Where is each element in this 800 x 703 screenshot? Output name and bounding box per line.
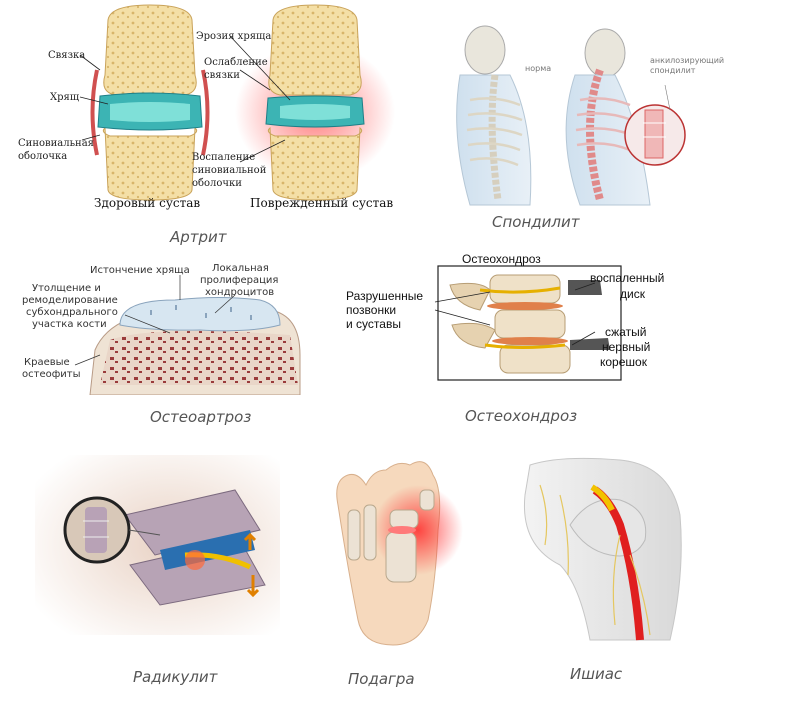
label-ank-1: анкилозирующий — [650, 56, 724, 65]
osteoarthrosis-illustration: Истончение хряща Локальная пролиферация … — [22, 263, 301, 395]
osteochondrosis-illustration: Остеохондроз Разрушенные позвонки и суст… — [346, 252, 664, 381]
label-thick-3: субхондрального — [26, 307, 118, 318]
caption-sciatica: Ишиас — [570, 665, 623, 683]
spondylitis-illustration: норма анкилозирующий спондилит — [456, 25, 724, 206]
label-ligament: Связка — [48, 50, 85, 61]
label-nerve-3: корешок — [600, 355, 648, 369]
ankylosing-spine-figure — [565, 28, 651, 206]
caption-osteoarthrosis: Остеоартроз — [150, 408, 252, 426]
healthy-joint — [90, 4, 210, 201]
label-synovial-1: Синовиальная — [18, 138, 94, 149]
label-inflam-2: синовиальной — [192, 165, 267, 176]
label-weak-2: связки — [204, 70, 240, 81]
label-local-1: Локальная — [212, 263, 269, 274]
caption-osteochondrosis: Остеохондроз — [465, 407, 578, 425]
label-erosion: Эрозия хряща — [196, 31, 271, 42]
label-ank-2: спондилит — [650, 66, 696, 75]
label-disc-1: воспаленный — [590, 271, 664, 285]
label-local-2: пролиферация — [200, 275, 278, 286]
label-thick-1: Утолщение и — [32, 283, 101, 294]
label-damaged: Поврежденный сустав — [250, 196, 393, 210]
label-destroyed-3: и суставы — [346, 317, 401, 331]
label-destroyed-1: Разрушенные — [346, 289, 423, 303]
caption-radiculitis: Радикулит — [133, 668, 218, 686]
zoom-inset — [63, 496, 161, 564]
label-nerve-2: нервный — [602, 340, 650, 354]
radiculitis-illustration — [35, 455, 280, 635]
label-norm: норма — [525, 64, 551, 73]
caption-arthritis: Артрит — [170, 228, 227, 246]
label-marg-1: Краевые — [24, 357, 70, 368]
label-destroyed-2: позвонки — [346, 303, 396, 317]
caption-gout: Подагра — [348, 670, 415, 688]
label-cartilage: Хрящ — [50, 92, 80, 103]
label-inflam-3: оболочки — [192, 178, 242, 189]
sciatica-illustration — [523, 457, 682, 641]
label-weak-1: Ослабление — [204, 57, 268, 68]
damaged-joint — [235, 4, 395, 201]
zoom-circle — [624, 104, 686, 166]
label-inflam-1: Воспаление — [192, 152, 255, 163]
gout-illustration — [336, 461, 463, 646]
label-thick-4: участка кости — [32, 319, 107, 330]
label-local-3: хондроцитов — [205, 287, 274, 298]
vertebrae-3d — [124, 489, 266, 606]
normal-spine-figure — [456, 25, 532, 206]
label-marg-2: остеофиты — [22, 369, 80, 380]
label-disc-2: диск — [620, 287, 646, 301]
label-healthy: Здоровый сустав — [94, 196, 200, 210]
label-thinning: Истончение хряща — [90, 265, 190, 276]
label-nerve-1: сжатый — [605, 325, 646, 339]
arthritis-illustration: Связка Хрящ Синовиальная оболочка Эрозия… — [18, 4, 395, 210]
label-synovial-2: оболочка — [18, 151, 67, 162]
osteochondrosis-title: Остеохондроз — [462, 252, 541, 266]
caption-spondylitis: Спондилит — [492, 213, 580, 231]
vertebrae — [449, 274, 610, 374]
label-thick-2: ремоделирование — [22, 295, 118, 306]
